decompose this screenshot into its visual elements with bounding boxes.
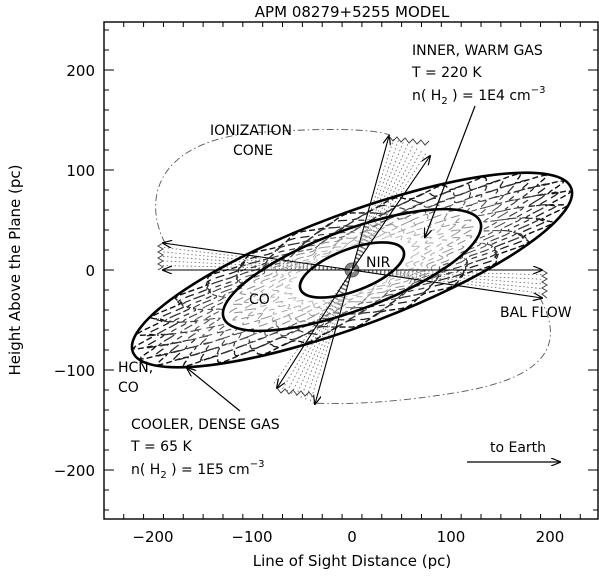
x-tick-label: −100 [231,528,272,546]
diagram-title: APM 08279+5255 MODEL [255,3,450,21]
cone-shading-ray [351,141,410,271]
x-tick-label: 0 [347,528,357,546]
cone-shading-ray [299,269,353,401]
flow-arrows [163,136,542,404]
wavefront-left [157,242,164,271]
dust-ring-contour [228,213,476,327]
y-tick-label: 100 [66,162,95,180]
y-tick-label: −200 [54,462,95,480]
x-tick-label: 200 [536,528,565,546]
to-earth-label: to Earth [490,440,546,456]
y-tick-label: −100 [54,362,95,380]
middle-ellipse [221,207,483,333]
cone-shading-ray [351,139,405,271]
cone-shading-ray [309,269,353,404]
dust-ring-contour [179,193,525,347]
cone-shading-ray [285,269,353,394]
bal-arrow-right-lower [351,269,542,298]
hcn-co-label-line2: CO [118,380,139,396]
co-label: CO [249,292,270,308]
cone-arrow-upper-left [351,136,389,271]
inner-gas-label-line2: T = 220 K [411,65,482,81]
cone-arrow-lower-left [277,269,353,388]
y-tick-label: 0 [85,262,95,280]
hcn-co-label-line1: HCN, [118,360,153,376]
wavefront-top [388,135,430,146]
cone-shading-ray [351,144,414,271]
dust-ring-contour [283,235,421,305]
cone-arrow-lower-right [315,269,353,404]
dust-ring-contour [193,200,511,340]
dust-ring-contour [157,183,547,357]
cone-shading-ray [351,136,395,271]
cone-shading-ray [351,151,428,271]
cone-shading-ray [351,148,423,271]
cone-shading-ray [351,269,542,285]
ionization-cone-label-line2: CONE [233,143,273,159]
cone-shading-ray [272,269,353,386]
wavefront-right [541,269,548,299]
y-axis-title: Height Above the Plane (pc) [6,165,24,376]
annotation-labels: INNER, WARM GAS T = 220 K n( H2 ) = 1E4 … [118,43,572,481]
x-tick-label: 100 [437,528,466,546]
wavefront-bottom [276,387,314,398]
dust-ring-contour [256,224,448,316]
cone-arrow-upper-right [351,156,430,271]
cooler-gas-label-line1: COOLER, DENSE GAS [131,417,280,433]
y-tick-label: 200 [66,62,95,80]
ionization-cone-outline [155,129,551,405]
x-axis-title: Line of Sight Distance (pc) [253,552,451,570]
cone-shading-ray [294,269,353,399]
inner-ellipse [298,241,406,299]
cooler-gas-label-line3: n( H2 ) = 1E5 cm−3 [131,459,264,481]
bal-arrow-left-upper [163,243,353,271]
inner-gas-label-line3: n( H2 ) = 1E4 cm−3 [412,85,545,107]
cone-shading-ray [351,138,400,271]
bal-wavefronts [157,135,548,398]
nir-label: NIR [366,255,391,271]
cone-shading-ray [351,146,419,271]
inner-gas-pointer [425,105,476,237]
cooler-gas-label-line2: T = 65 K [130,439,192,455]
x-tick-labels: −200 −100 0 100 200 [132,528,564,546]
x-tick-label: −200 [132,528,173,546]
cooler-gas-pointer [187,368,241,412]
axis-ticks [104,22,598,519]
inner-gas-label-line1: INNER, WARM GAS [412,43,543,59]
outer-ellipse [130,171,574,369]
cone-shading-ray [281,269,353,392]
cone-shading-ray [162,256,353,271]
bal-flow-label: BAL FLOW [500,305,572,321]
gas-ellipses [130,171,574,369]
dust-ring-contour [242,218,462,322]
dust-ring-contour [131,173,573,367]
cone-shading-ray [290,269,353,396]
annotation-arrows [187,105,560,462]
ionization-cone-label-line1: IONIZATION [210,123,292,139]
y-tick-labels: 200 100 0 −100 −200 [54,62,95,480]
cone-shading-ray [304,269,353,402]
